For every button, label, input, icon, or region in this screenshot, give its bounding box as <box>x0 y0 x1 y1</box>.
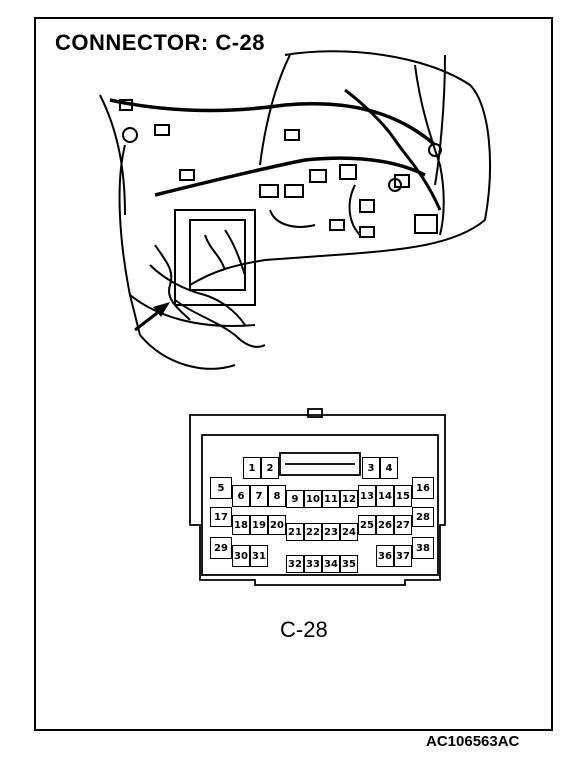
pin-25: 25 <box>358 515 376 535</box>
figure-frame <box>34 17 553 731</box>
pin-11: 11 <box>322 490 340 508</box>
pin-37: 37 <box>394 545 412 567</box>
pin-32: 32 <box>286 555 304 573</box>
pin-33: 33 <box>304 555 322 573</box>
pin-7: 7 <box>250 485 268 507</box>
pin-17: 17 <box>210 507 232 527</box>
pin-22: 22 <box>304 523 322 541</box>
pin-24: 24 <box>340 523 358 541</box>
pin-35: 35 <box>340 555 358 573</box>
pin-29: 29 <box>210 537 232 559</box>
figure-title: CONNECTOR: C-28 <box>55 30 266 55</box>
pin-18: 18 <box>232 515 250 535</box>
pin-8: 8 <box>268 485 286 507</box>
pin-2: 2 <box>261 457 279 479</box>
pin-1: 1 <box>243 457 261 479</box>
connector-label: C-28 <box>280 617 328 642</box>
pin-36: 36 <box>376 545 394 567</box>
pin-16: 16 <box>412 477 434 499</box>
pin-4: 4 <box>380 457 398 479</box>
pin-19: 19 <box>250 515 268 535</box>
pin-10: 10 <box>304 490 322 508</box>
pin-12: 12 <box>340 490 358 508</box>
pin-21: 21 <box>286 523 304 541</box>
pin-26: 26 <box>376 515 394 535</box>
pin-6: 6 <box>232 485 250 507</box>
figure-code: AC106563AC <box>426 733 520 750</box>
pin-23: 23 <box>322 523 340 541</box>
pin-14: 14 <box>376 485 394 507</box>
pin-9: 9 <box>286 490 304 508</box>
pin-5: 5 <box>210 477 232 499</box>
pin-3: 3 <box>362 457 380 479</box>
pin-15: 15 <box>394 485 412 507</box>
pin-34: 34 <box>322 555 340 573</box>
pin-30: 30 <box>232 545 250 567</box>
pin-20: 20 <box>268 515 286 535</box>
pin-27: 27 <box>394 515 412 535</box>
pin-31: 31 <box>250 545 268 567</box>
connector-face-view <box>189 408 446 586</box>
pin-38: 38 <box>412 537 434 559</box>
dashboard-wiring-illustration <box>99 50 491 370</box>
pin-28: 28 <box>412 507 434 527</box>
pin-13: 13 <box>358 485 376 507</box>
